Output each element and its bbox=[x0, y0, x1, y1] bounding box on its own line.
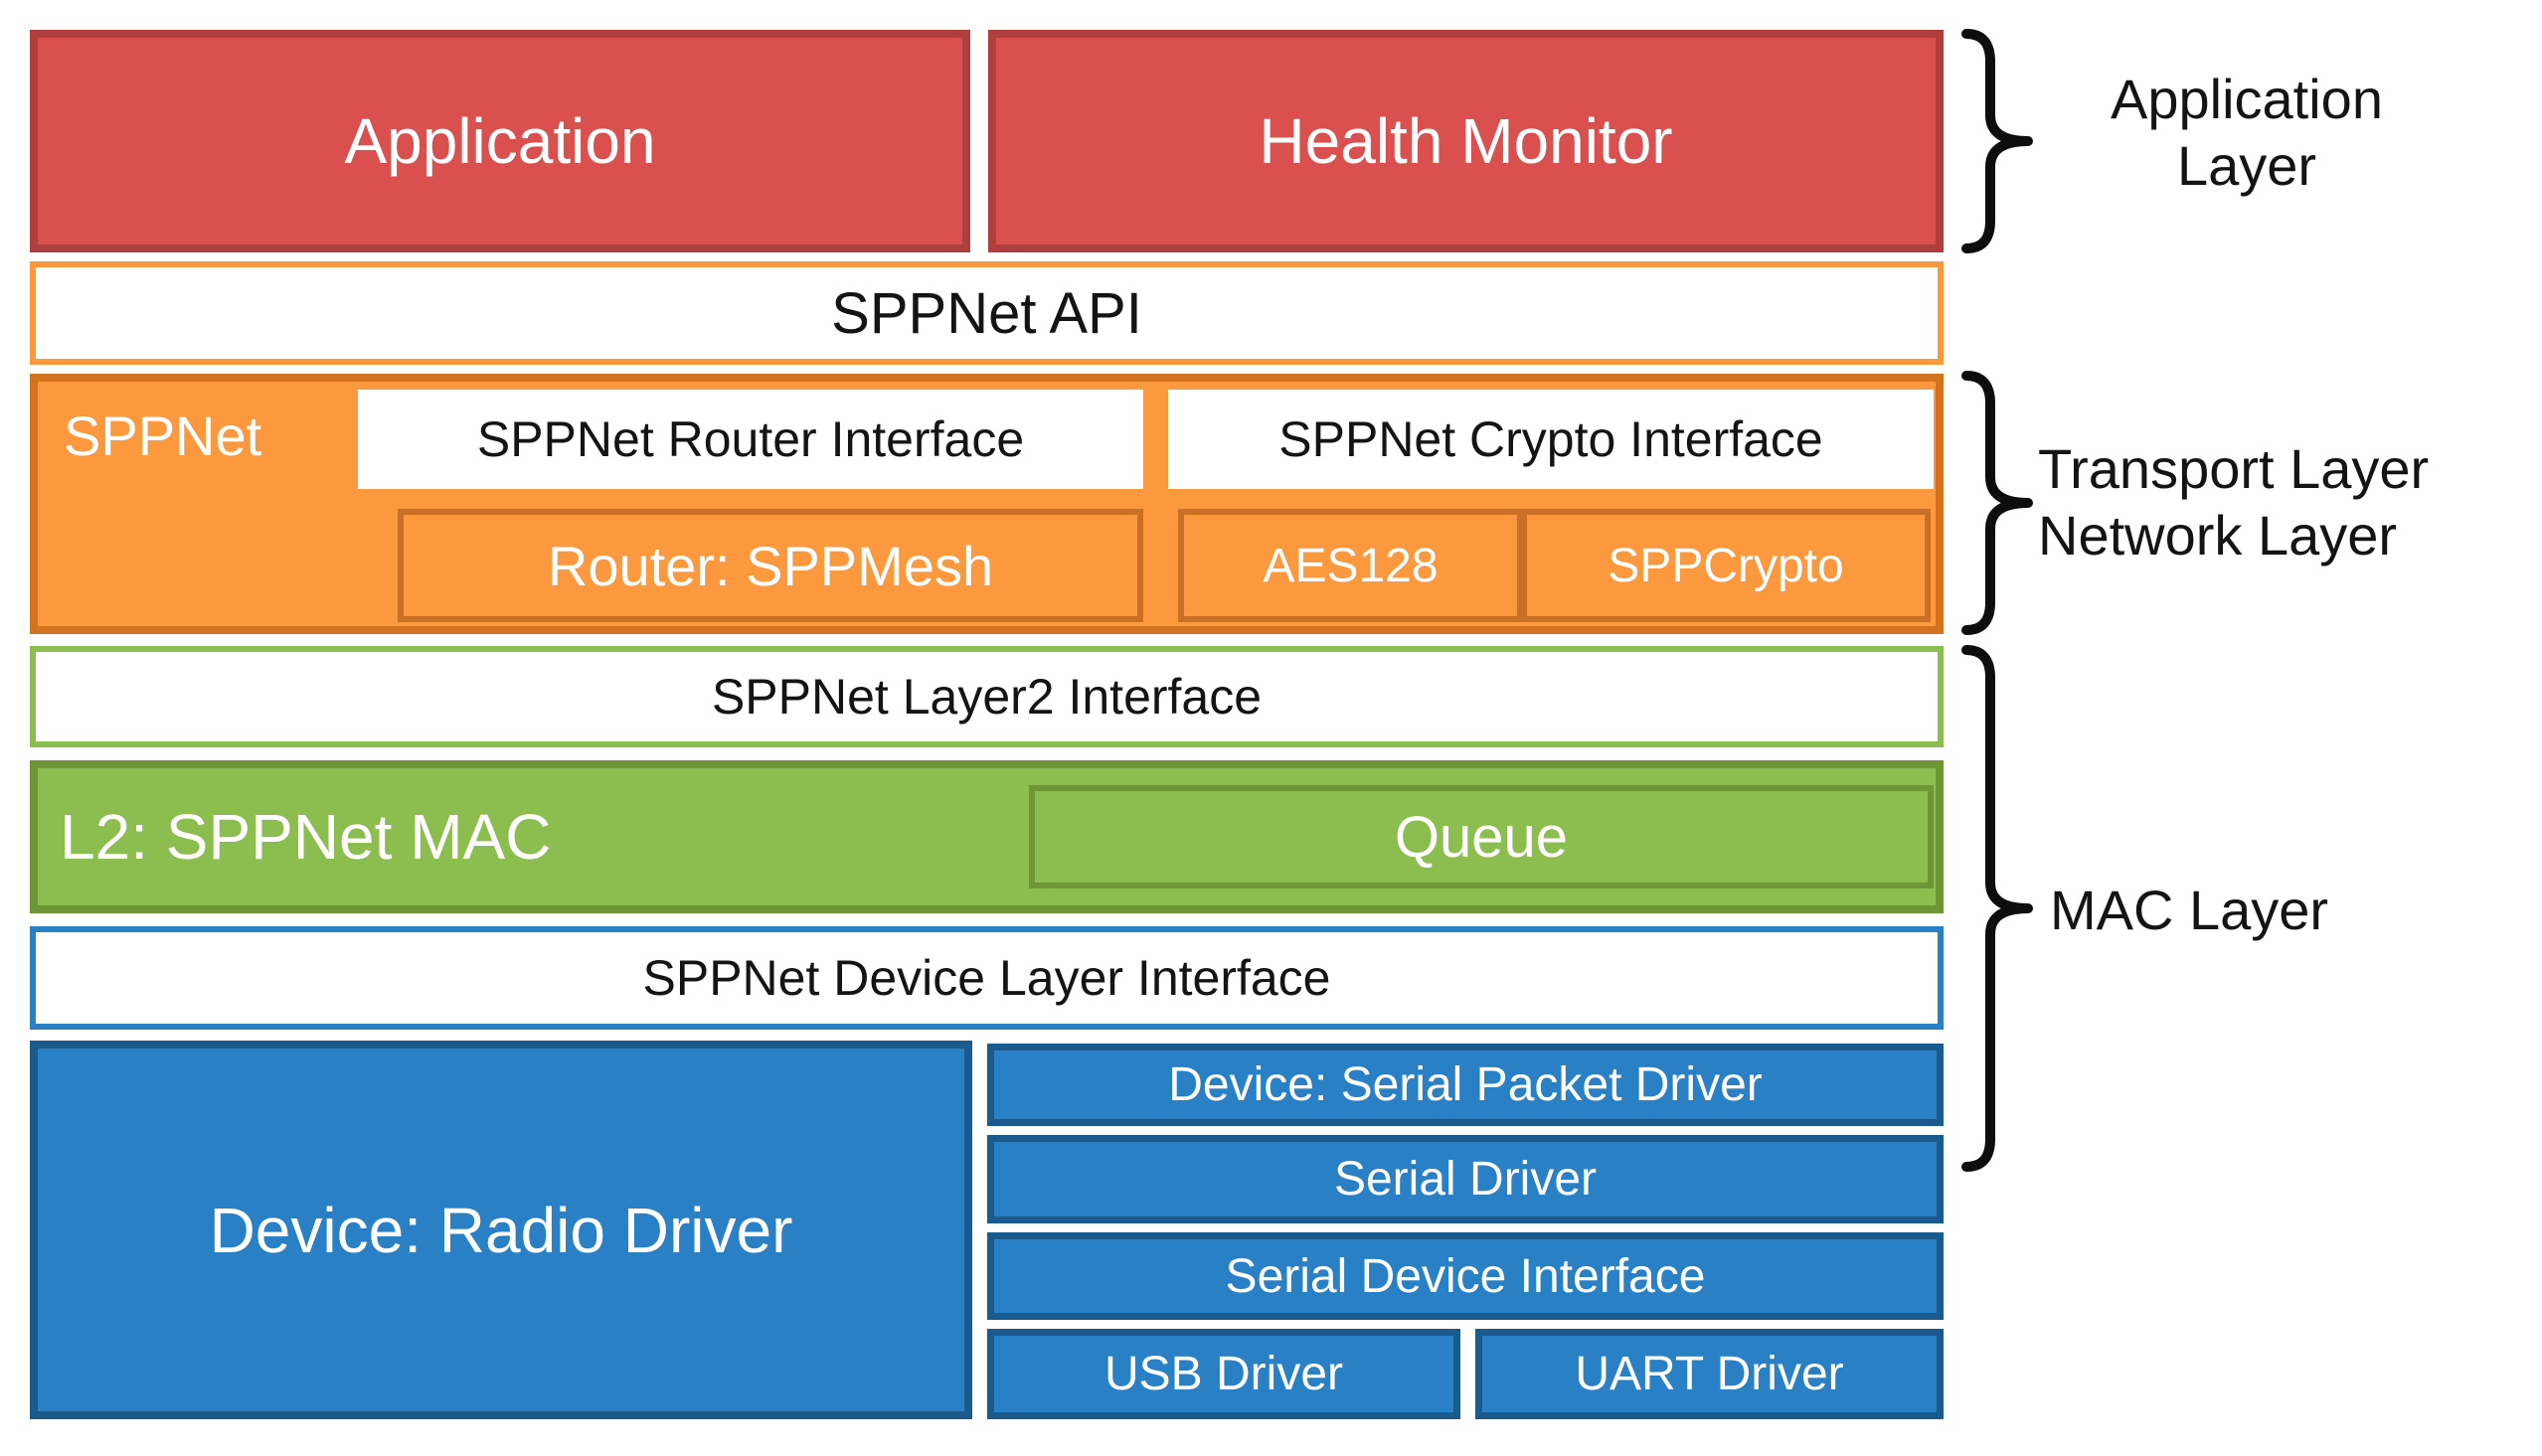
health-monitor-box: Health Monitor bbox=[988, 30, 1944, 252]
sppnet-section-label: SPPNet bbox=[64, 404, 262, 467]
aes128-label: AES128 bbox=[1263, 539, 1439, 592]
sppnet-api-bar: SPPNet API bbox=[30, 261, 1944, 365]
transport-network-layer-brace-icon bbox=[1961, 371, 2033, 635]
router-sppmesh-box: Router: SPPMesh bbox=[398, 509, 1143, 622]
application-layer-label-line2: Layer bbox=[2176, 134, 2317, 198]
serial-packet-driver-box: Device: Serial Packet Driver bbox=[987, 1044, 1944, 1126]
mac-layer-label: MAC Layer bbox=[2050, 879, 2329, 941]
l2-mac-label: L2: SPPNet MAC bbox=[60, 801, 552, 873]
usb-driver-box: USB Driver bbox=[987, 1329, 1460, 1419]
application-label: Application bbox=[344, 105, 656, 177]
serial-device-interface-label: Serial Device Interface bbox=[1225, 1249, 1706, 1303]
radio-driver-label: Device: Radio Driver bbox=[209, 1194, 793, 1266]
usb-driver-label: USB Driver bbox=[1103, 1348, 1344, 1400]
crypto-interface-label: SPPNet Crypto Interface bbox=[1278, 411, 1823, 467]
serial-packet-driver-label: Device: Serial Packet Driver bbox=[1168, 1058, 1763, 1111]
application-box: Application bbox=[30, 30, 970, 252]
layer2-interface-label: SPPNet Layer2 Interface bbox=[711, 669, 1263, 725]
application-layer-brace-icon bbox=[1961, 29, 2033, 253]
uart-driver-box: UART Driver bbox=[1475, 1329, 1944, 1419]
health-monitor-label: Health Monitor bbox=[1259, 105, 1673, 177]
serial-driver-box: Serial Driver bbox=[987, 1135, 1944, 1223]
queue-label: Queue bbox=[1394, 804, 1569, 870]
sppnet-api-label: SPPNet API bbox=[831, 280, 1142, 346]
sppcrypto-label: SPPCrypto bbox=[1608, 539, 1844, 592]
layer2-interface-bar: SPPNet Layer2 Interface bbox=[30, 646, 1944, 747]
sppnet-section: SPPNet SPPNet Router Interface SPPNet Cr… bbox=[30, 374, 1944, 634]
application-layer-label: Application Layer bbox=[2028, 66, 2465, 199]
application-layer-label-line1: Application bbox=[2111, 68, 2383, 130]
network-layer-label-line2: Network Layer bbox=[2038, 504, 2398, 567]
l2-mac-box: L2: SPPNet MAC Queue bbox=[30, 760, 1944, 913]
queue-box: Queue bbox=[1029, 785, 1934, 889]
uart-driver-label: UART Driver bbox=[1575, 1348, 1844, 1400]
router-interface-label: SPPNet Router Interface bbox=[476, 411, 1025, 467]
mac-layer-brace-icon bbox=[1961, 645, 2033, 1172]
sppcrypto-box: SPPCrypto bbox=[1521, 509, 1931, 622]
radio-driver-box: Device: Radio Driver bbox=[30, 1041, 972, 1419]
device-layer-interface-label: SPPNet Device Layer Interface bbox=[642, 950, 1331, 1006]
serial-device-interface-box: Serial Device Interface bbox=[987, 1232, 1944, 1320]
crypto-interface-box: SPPNet Crypto Interface bbox=[1168, 390, 1934, 489]
router-sppmesh-label: Router: SPPMesh bbox=[547, 534, 994, 597]
router-interface-box: SPPNet Router Interface bbox=[358, 390, 1143, 489]
device-layer-interface-bar: SPPNet Device Layer Interface bbox=[30, 926, 1944, 1030]
transport-network-layer-label: Transport Layer Network Layer bbox=[2038, 435, 2429, 568]
aes128-box: AES128 bbox=[1178, 509, 1523, 622]
serial-driver-label: Serial Driver bbox=[1333, 1153, 1598, 1206]
transport-layer-label-line1: Transport Layer bbox=[2038, 437, 2430, 500]
